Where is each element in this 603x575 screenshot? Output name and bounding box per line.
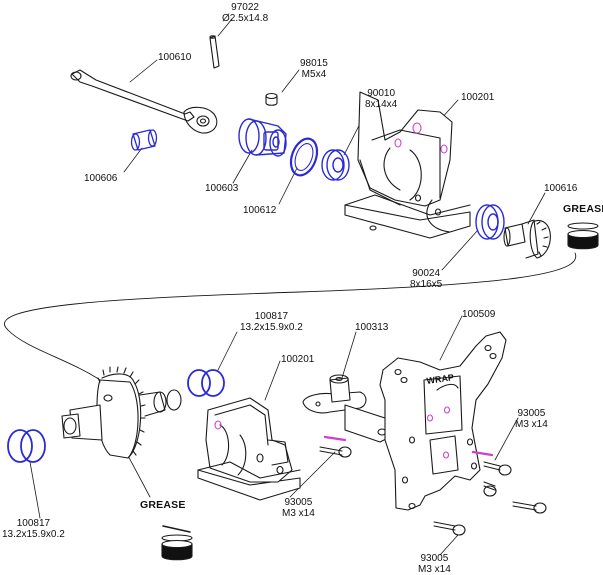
label-grease-top: GREASE [563, 203, 603, 215]
leader-lines [29, 18, 546, 556]
outdrive-100603 [238, 118, 287, 157]
label-outdrive-100603: 100603 [205, 183, 239, 194]
driveshaft-100610 [70, 69, 218, 134]
part-spec: M3 x14 [282, 508, 315, 519]
label-bearing-90024: 90024 8x16x5 [410, 268, 442, 290]
screw-93005-mid [319, 435, 352, 458]
pin-97022 [209, 35, 220, 69]
label-grease-bottom: GREASE [140, 499, 186, 511]
tower-logo-text: WRAP [426, 372, 455, 386]
oring-100612 [289, 137, 319, 177]
label-screw-93005-mid: 93005 M3 x14 [282, 497, 315, 519]
label-pin-97022: 97022 Ø2.5x14.8 [222, 2, 268, 24]
servo-saver-100313 [302, 374, 389, 443]
grease-jar-top [567, 222, 599, 250]
part-number: 97022 [231, 2, 259, 13]
label-shock-tower-100509: 100509 [462, 309, 496, 320]
part-spec: 8x14x4 [365, 99, 398, 110]
part-spec: M5x4 [301, 69, 327, 80]
part-spec: Ø2.5x14.8 [222, 13, 269, 24]
screws-93005-right [471, 450, 547, 514]
part-number: 90024 [412, 268, 441, 279]
label-screw-93005-bottom: 93005 M3 x14 [418, 553, 451, 575]
gearbox-lower-100201 [197, 397, 301, 501]
label-shims-100817-mid: 100817 13.2x15.9x0.2 [240, 311, 303, 333]
part-spec: 13.2x15.9x0.2 [240, 322, 303, 333]
label-bearing-90010: 90010 8x14x4 [365, 88, 397, 110]
pinion-100616 [503, 219, 551, 259]
label-gearbox-lower-100201: 100201 [281, 354, 315, 365]
part-number: 93005 [284, 497, 313, 508]
bushing-100606 [130, 129, 158, 151]
part-spec: M3 x14 [418, 564, 451, 575]
label-bushing-100606: 100606 [84, 173, 118, 184]
part-number: 93005 [517, 408, 546, 419]
part-spec: M3 x14 [515, 419, 548, 430]
label-pinion-100616: 100616 [544, 183, 578, 194]
part-number: 100817 [16, 518, 51, 529]
label-shims-100817-left: 100817 13.2x15.9x0.2 [2, 518, 65, 540]
part-spec: 8x16x5 [410, 279, 443, 290]
connector-curve [4, 252, 577, 381]
part-number: 100817 [254, 311, 289, 322]
part-number: 93005 [420, 553, 449, 564]
part-spec: 13.2x15.9x0.2 [2, 529, 65, 540]
part-number: 98015 [300, 58, 328, 69]
label-screws-93005-right: 93005 M3 x14 [515, 408, 548, 430]
shims-100817-mid [187, 369, 225, 397]
gearbox-upper-100201 [344, 91, 471, 239]
shims-100817-left [7, 429, 46, 463]
differential [61, 366, 182, 459]
part-number: 90010 [367, 88, 396, 99]
bearing-90024 [475, 204, 505, 240]
label-driveshaft-100610: 100610 [158, 52, 192, 63]
label-gearbox-upper-100201: 100201 [461, 92, 495, 103]
label-servo-saver-100313: 100313 [355, 322, 389, 333]
screw-93005-bottom [433, 521, 466, 536]
bearing-90010 [321, 149, 350, 181]
label-setscrew-98015: 98015 M5x4 [300, 58, 328, 80]
label-oring-100612: 100612 [243, 205, 277, 216]
shock-tower-100509: WRAP [379, 331, 507, 511]
set-screw-98015 [265, 92, 278, 106]
grease-jar-bottom [161, 525, 193, 561]
